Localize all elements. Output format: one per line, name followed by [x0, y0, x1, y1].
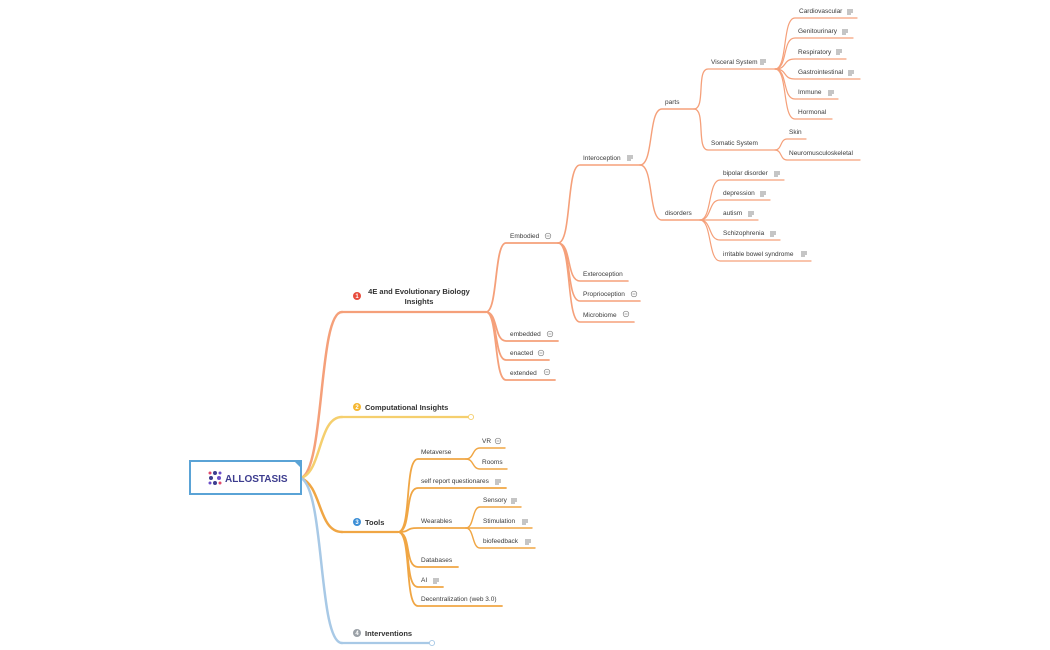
- note-icon: [522, 519, 528, 525]
- extended-label: extended: [510, 370, 537, 377]
- embodied-label: Embodied: [510, 233, 540, 240]
- note-icon: [770, 231, 776, 237]
- node-enacted[interactable]: enacted: [510, 350, 534, 357]
- collapse-icon: [537, 349, 545, 357]
- node-extended[interactable]: extended: [510, 370, 537, 377]
- visceral-label: Visceral System: [711, 59, 757, 66]
- badge-4-number: 4: [355, 631, 359, 637]
- badge-1: [353, 292, 361, 300]
- note-icon: [848, 70, 854, 76]
- collapse-icon: [546, 330, 554, 338]
- allostasis-logo-icon: [208, 471, 222, 485]
- node-sensory[interactable]: Sensory: [483, 497, 508, 504]
- branch-1-label-line2: Insights: [405, 297, 434, 306]
- node-depression[interactable]: depression: [723, 190, 755, 197]
- node-biofeedback[interactable]: biofeedback: [483, 538, 519, 545]
- node-microbiome[interactable]: Microbiome: [583, 312, 617, 319]
- node-stimulation[interactable]: Stimulation: [483, 518, 516, 525]
- interoception-label: Interoception: [583, 155, 621, 162]
- badge-3: [353, 518, 361, 526]
- note-icon: [842, 29, 848, 35]
- note-icon: [801, 251, 807, 257]
- disorders-label: disorders: [665, 210, 692, 217]
- collapse-icon: [630, 290, 638, 298]
- enacted-label: enacted: [510, 350, 534, 357]
- note-icon: [495, 479, 501, 485]
- node-neuromusculoskeletal[interactable]: Neuromusculoskeletal: [789, 150, 854, 157]
- branch-1-label-line1: 4E and Evolutionary Biology: [368, 287, 471, 296]
- node-metaverse[interactable]: Metaverse: [421, 449, 452, 456]
- branch-2[interactable]: 2 Computational Insights: [353, 403, 448, 412]
- node-respiratory[interactable]: Respiratory: [798, 49, 832, 56]
- node-wearables[interactable]: Wearables: [421, 518, 453, 525]
- collapse-icon: [544, 232, 552, 240]
- note-icon: [525, 539, 531, 545]
- expand-handle[interactable]: [428, 639, 436, 647]
- collapse-icon: [543, 368, 551, 376]
- branch-3-label: Tools: [365, 518, 384, 527]
- branch-4[interactable]: 4 Interventions: [353, 629, 412, 638]
- expand-handle[interactable]: [467, 413, 475, 421]
- collapse-icon: [494, 437, 502, 445]
- note-icon: [627, 155, 633, 161]
- note-icon: [748, 211, 754, 217]
- note-icon: [433, 578, 439, 584]
- badge-4: [353, 629, 361, 637]
- node-schizophrenia[interactable]: Schizophrenia: [723, 230, 765, 237]
- microbiome-label: Microbiome: [583, 312, 617, 319]
- note-icon: [836, 49, 842, 55]
- note-icon: [774, 171, 780, 177]
- badge-2-number: 2: [355, 405, 359, 411]
- node-self-report-questionares[interactable]: self report questionares: [421, 478, 490, 485]
- collapse-icons[interactable]: [494, 232, 638, 445]
- node-gastrointestinal[interactable]: Gastrointestinal: [798, 69, 844, 76]
- node-embodied[interactable]: Embodied: [510, 233, 540, 240]
- node-rooms[interactable]: Rooms: [482, 459, 503, 466]
- node-visceral-system[interactable]: Visceral System: [711, 59, 757, 66]
- note-icon: [760, 59, 766, 65]
- node-exteroception[interactable]: Exteroception: [583, 271, 623, 278]
- note-icon: [847, 9, 853, 15]
- note-icons: [433, 9, 854, 584]
- node-cardiovascular[interactable]: Cardiovascular: [799, 8, 843, 15]
- node-disorders[interactable]: disorders: [665, 210, 692, 217]
- note-icon: [828, 90, 834, 96]
- branch-2-label: Computational Insights: [365, 403, 448, 412]
- parts-label: parts: [665, 99, 680, 106]
- collapse-icon: [622, 310, 630, 318]
- proprioception-label: Proprioception: [583, 291, 625, 298]
- node-irritable-bowel-syndrome[interactable]: irritable bowel syndrome: [723, 251, 794, 258]
- node-skin[interactable]: Skin: [789, 129, 802, 136]
- branch-3[interactable]: 3 Tools: [353, 518, 384, 527]
- node-autism[interactable]: autism: [723, 210, 742, 217]
- connectors: [299, 17, 861, 645]
- node-somatic-system[interactable]: Somatic System: [711, 140, 758, 147]
- exteroception-label: Exteroception: [583, 271, 623, 278]
- node-genitourinary[interactable]: Genitourinary: [798, 28, 838, 35]
- node-hormonal[interactable]: Hormonal: [798, 109, 827, 116]
- note-icon: [511, 498, 517, 504]
- note-icon: [760, 191, 766, 197]
- node-parts[interactable]: parts: [665, 99, 680, 106]
- node-decentralization[interactable]: Decentralization (web 3.0): [421, 596, 497, 603]
- node-databases[interactable]: Databases: [421, 557, 453, 564]
- node-proprioception[interactable]: Proprioception: [583, 291, 625, 298]
- node-embedded[interactable]: embedded: [510, 331, 541, 338]
- badge-2: [353, 403, 361, 411]
- branch-1[interactable]: 1 4E and Evolutionary Biology Insights: [353, 287, 471, 306]
- node-ai[interactable]: AI: [421, 577, 427, 584]
- branch-4-label: Interventions: [365, 629, 412, 638]
- node-immune[interactable]: Immune: [798, 89, 822, 96]
- root-node[interactable]: ALLOSTASIS: [189, 460, 302, 495]
- node-bipolar-disorder[interactable]: bipolar disorder: [723, 170, 769, 177]
- badge-1-number: 1: [355, 294, 359, 300]
- node-vr[interactable]: VR: [482, 438, 491, 445]
- badge-3-number: 3: [355, 520, 359, 526]
- embedded-label: embedded: [510, 331, 541, 338]
- somatic-label: Somatic System: [711, 140, 758, 147]
- root-label: ALLOSTASIS: [225, 474, 288, 485]
- node-interoception[interactable]: Interoception: [583, 155, 621, 162]
